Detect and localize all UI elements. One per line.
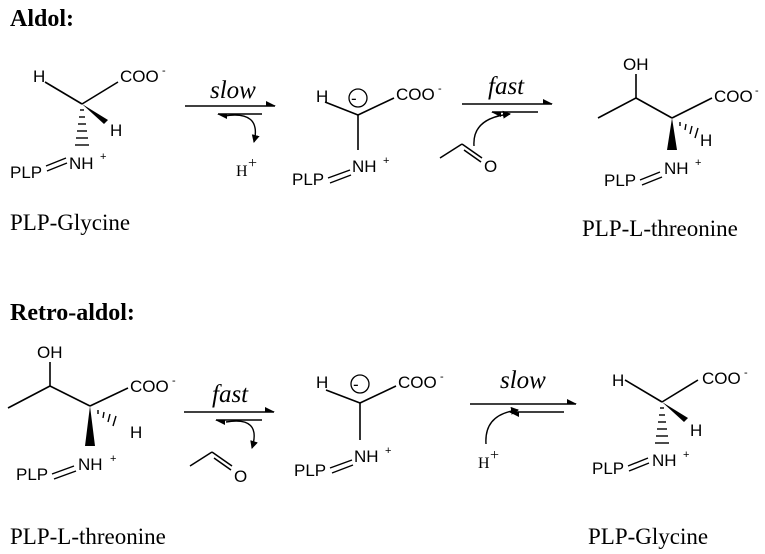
- atom-charge-minus: -: [440, 371, 444, 383]
- atom-charge-plus: +: [100, 151, 106, 163]
- atom-charge-plus: +: [695, 157, 701, 169]
- atom-h: H: [700, 131, 712, 150]
- atom-charge-minus: -: [744, 367, 748, 379]
- slow-label: slow: [210, 77, 256, 104]
- atom-coo: COO: [714, 87, 753, 106]
- atom-coo: COO: [702, 369, 741, 388]
- slow-equilibrium-arrow-bottom: slow H +: [470, 367, 577, 472]
- atom-o: O: [234, 467, 247, 486]
- fast-label: fast: [488, 73, 525, 100]
- carbanion-symbol: -: [353, 375, 359, 394]
- carbanion-symbol: -: [351, 89, 357, 108]
- atom-coo: COO: [398, 373, 437, 392]
- atom-h: H: [316, 87, 328, 106]
- atom-h: H: [316, 373, 328, 392]
- atom-h: H: [110, 121, 122, 140]
- atom-coo: COO: [396, 85, 435, 104]
- atom-h: H: [130, 423, 142, 442]
- caption-plp-threonine-top: PLP-L-threonine: [582, 216, 738, 241]
- atom-nh: NH: [69, 154, 94, 173]
- carbanion-intermediate-bottom: - H COO - PLP NH +: [294, 371, 444, 480]
- atom-nh: NH: [78, 455, 103, 474]
- atom-charge-plus: +: [383, 155, 389, 167]
- atom-plp: PLP: [294, 461, 326, 480]
- plp-threonine-structure-bottom: OH COO - H PLP NH +: [7, 343, 176, 484]
- plp-threonine-structure-top: OH COO - H PLP NH +: [597, 55, 759, 190]
- atom-plp: PLP: [16, 465, 48, 484]
- proton-charge: +: [248, 155, 257, 172]
- proton-label: H: [236, 163, 248, 180]
- acetaldehyde-bottom: O: [189, 451, 247, 486]
- proton-charge: +: [490, 447, 499, 464]
- plp-glycine-structure-top: H COO - H PLP NH +: [10, 65, 166, 182]
- plp-glycine-structure-bottom: H COO - H PLP NH +: [592, 367, 748, 478]
- proton-label: H: [478, 455, 490, 472]
- atom-o: O: [484, 157, 497, 176]
- atom-plp: PLP: [604, 171, 636, 190]
- atom-oh: OH: [623, 55, 649, 74]
- retro-aldol-heading: Retro-aldol:: [10, 300, 135, 326]
- acetaldehyde-top: O: [439, 143, 497, 176]
- atom-plp: PLP: [292, 170, 324, 189]
- atom-h: H: [612, 371, 624, 390]
- atom-nh: NH: [352, 157, 377, 176]
- atom-h: H: [690, 421, 702, 440]
- atom-coo: COO: [120, 67, 159, 86]
- atom-charge-minus: -: [162, 65, 166, 77]
- atom-coo: COO: [130, 377, 169, 396]
- atom-charge-plus: +: [385, 445, 391, 457]
- atom-charge-plus: +: [683, 449, 689, 461]
- caption-plp-glycine-top: PLP-Glycine: [10, 210, 130, 235]
- slow-equilibrium-arrow-top: slow H +: [185, 77, 276, 180]
- atom-plp: PLP: [10, 163, 42, 182]
- atom-plp: PLP: [592, 459, 624, 478]
- caption-plp-glycine-bottom: PLP-Glycine: [588, 524, 708, 549]
- atom-nh: NH: [652, 451, 677, 470]
- atom-charge-minus: -: [438, 83, 442, 95]
- atom-nh: NH: [664, 159, 689, 178]
- atom-nh: NH: [354, 447, 379, 466]
- atom-oh: OH: [37, 343, 63, 362]
- atom-charge-minus: -: [172, 375, 176, 387]
- caption-plp-threonine-bottom: PLP-L-threonine: [10, 524, 166, 549]
- atom-h: H: [33, 67, 45, 86]
- fast-label: fast: [212, 381, 249, 408]
- aldol-heading: Aldol:: [10, 6, 74, 32]
- fast-equilibrium-arrow-bottom: fast: [184, 381, 275, 449]
- carbanion-intermediate-top: - H COO - PLP NH +: [292, 83, 442, 189]
- fast-equilibrium-arrow-top: fast: [462, 73, 553, 147]
- atom-charge-minus: -: [755, 85, 759, 97]
- slow-label: slow: [500, 367, 546, 394]
- atom-charge-plus: +: [110, 453, 116, 465]
